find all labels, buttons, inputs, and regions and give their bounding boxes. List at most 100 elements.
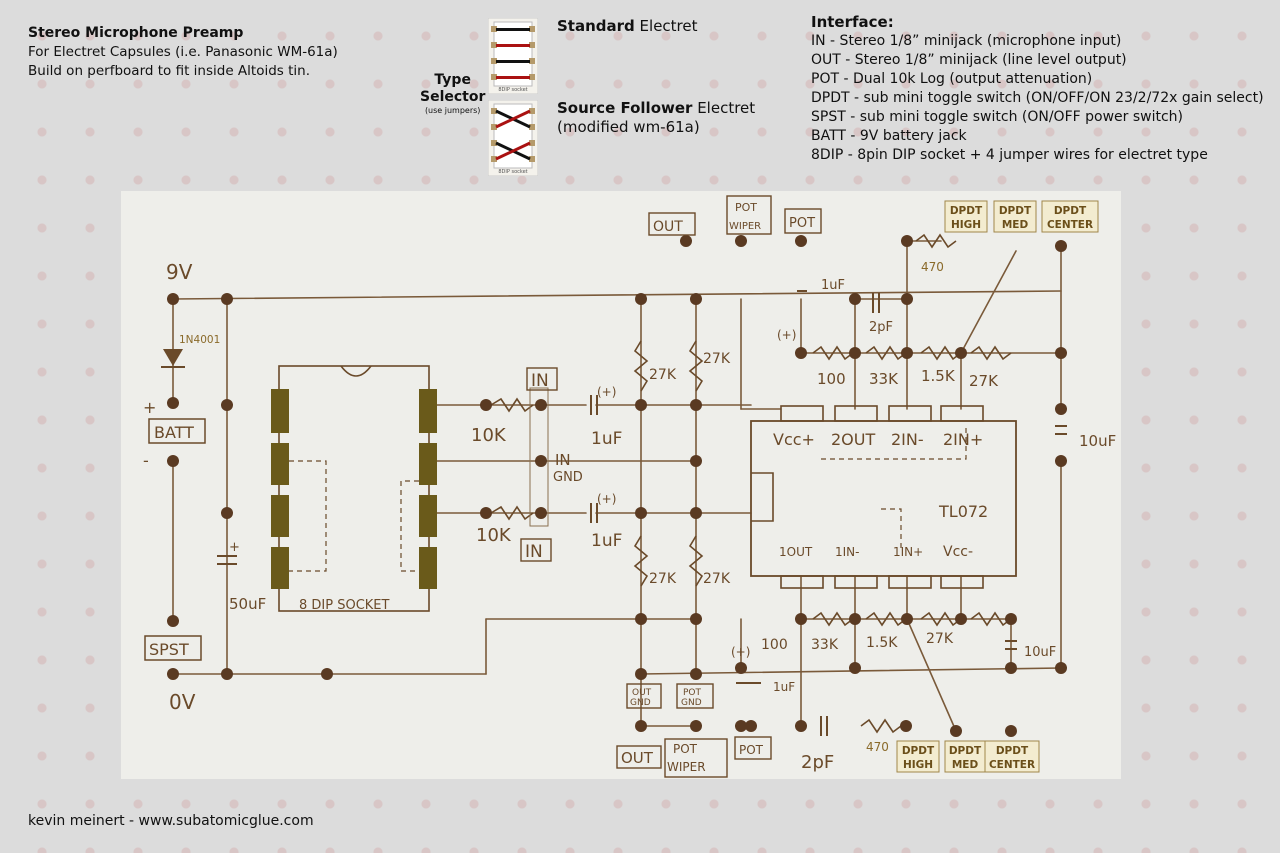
label-27k-d: 27K (703, 571, 731, 587)
tag-dpdt-center-bottom: DPDT CENTER (984, 740, 1040, 773)
svg-text:DPDT: DPDT (950, 205, 983, 217)
source-bold: Source Follower (557, 99, 693, 117)
label-1uf-top: 1uF (591, 429, 622, 449)
label-8dip-socket: 8 DIP SOCKET (299, 598, 390, 613)
batt-plus: + (143, 398, 156, 417)
chip-2in-minus: 2IN- (891, 430, 924, 449)
socket-caption-2: 8DIP socket (498, 169, 527, 175)
input-connector-box (529, 387, 549, 527)
svg-text:DPDT: DPDT (1054, 205, 1087, 217)
chip-1in-plus: 1IN+ (893, 545, 923, 559)
svg-text:DPDT: DPDT (999, 205, 1032, 217)
chip-vcc-minus: Vcc- (943, 544, 973, 560)
svg-text:MED: MED (952, 759, 979, 771)
title-block: Stereo Microphone Preamp For Electret Ca… (28, 24, 338, 81)
label-27k-top: 27K (969, 372, 999, 390)
tag-470-top: 470 (921, 260, 944, 274)
label-33k-top: 33K (869, 370, 899, 388)
svg-text:DPDT: DPDT (902, 745, 935, 757)
interface-title: Interface: (811, 13, 894, 31)
source-follower-socket-image: 8DIP socket (488, 100, 538, 176)
label-spst: SPST (149, 640, 189, 659)
label-out-bot: OUT (621, 749, 654, 767)
type-selector-label: Type Selector (use jumpers) (420, 72, 485, 116)
interface-line: SPST - sub mini toggle switch (ON/OFF po… (811, 109, 1184, 125)
tl072-chip (750, 420, 1017, 577)
interface-line: OUT - Stereo 1/8” minijack (line level o… (811, 52, 1127, 68)
bot-cap-plus: (+) (731, 645, 750, 659)
label-27k-c: 27K (649, 571, 677, 587)
chip-2in-plus: 2IN+ (943, 430, 983, 449)
label-9v: 9V (166, 260, 193, 284)
standard-rest: Electret (634, 17, 698, 35)
tag-dpdt-med-bottom: DPDT MED (944, 740, 986, 773)
chip-2out: 2OUT (831, 430, 875, 449)
label-10k-top: 10K (471, 425, 507, 446)
batt-minus: - (143, 451, 149, 470)
tag-dpdt-high-top: DPDT HIGH (944, 200, 988, 233)
use-jumpers-note: (use jumpers) (424, 106, 481, 115)
interface-line: IN - Stereo 1/8” minijack (microphone in… (811, 33, 1122, 49)
tag-dpdt-med-top: DPDT MED (993, 200, 1037, 233)
label-10uf-bot: 10uF (1024, 645, 1056, 660)
label-10k-bottom: 10K (476, 525, 512, 546)
selector-label: Selector (420, 89, 486, 105)
label-0v: 0V (169, 690, 196, 714)
label-50uf: 50uF (229, 595, 266, 613)
label-pot-gnd-1: POT (683, 688, 702, 698)
svg-text:DPDT: DPDT (996, 745, 1029, 757)
label-in-top: IN (531, 371, 549, 391)
chip-name: TL072 (938, 502, 988, 521)
label-out-gnd-2: GND (630, 698, 651, 708)
label-33k-bot: 33K (811, 637, 839, 653)
label-pot-wiper-bot-1: POT (673, 742, 698, 756)
chip-vcc-plus: Vcc+ (773, 430, 815, 449)
schematic-drawing: 9V 0V BATT + - SPST 50uF + 8 DIP SOCKET … (143, 195, 1116, 778)
tag-diode: 1N4001 (179, 334, 220, 346)
tag-dpdt-high-bottom: DPDT HIGH (896, 740, 940, 773)
interface-block: Interface: IN - Stereo 1/8” minijack (mi… (811, 13, 1264, 165)
page-title: Stereo Microphone Preamp (28, 25, 244, 41)
label-1uf-pot: 1uF (821, 278, 845, 293)
label-2pf-bot: 2pF (801, 752, 834, 773)
label-batt: BATT (154, 423, 194, 442)
interface-line: DPDT - sub mini toggle switch (ON/OFF/ON… (811, 90, 1264, 106)
label-out-top: OUT (653, 219, 683, 235)
tag-dpdt-center-top: DPDT CENTER (1041, 200, 1099, 233)
chip-1in-minus: 1IN- (835, 545, 859, 559)
source-rest: Electret (692, 99, 756, 117)
label-1-5k-bot: 1.5K (866, 635, 898, 651)
label-pot-wiper-top-2: WIPER (729, 221, 761, 232)
socket-caption: 8DIP socket (498, 87, 527, 93)
tag-470-bottom: 470 (866, 740, 889, 754)
interface-line: 8DIP - 8pin DIP socket + 4 jumper wires … (811, 147, 1208, 163)
svg-text:HIGH: HIGH (951, 219, 981, 231)
label-2pf-top: 2pF (869, 320, 893, 335)
label-pot-gnd-2: GND (681, 698, 702, 708)
label-10uf-right: 10uF (1079, 432, 1116, 450)
author-credit: kevin meinert - www.subatomicglue.com (28, 813, 314, 829)
label-in-gnd-1: IN (555, 451, 571, 469)
svg-text:MED: MED (1002, 219, 1029, 231)
svg-text:CENTER: CENTER (989, 759, 1035, 771)
label-27k-b: 27K (703, 351, 731, 367)
svg-text:HIGH: HIGH (903, 759, 933, 771)
cap-plus-top: (+) (597, 385, 616, 399)
label-100-top: 100 (817, 370, 846, 388)
interface-line: BATT - 9V battery jack (811, 128, 967, 144)
label-100-bot: 100 (761, 637, 788, 653)
svg-text:DPDT: DPDT (949, 745, 982, 757)
label-pot-top: POT (789, 216, 815, 231)
standard-electret-label: Standard Electret (557, 17, 698, 36)
label-in-bottom: IN (525, 542, 543, 562)
label-1uf-bot-pot: 1uF (773, 680, 795, 694)
cap-plus-bottom: (+) (597, 492, 616, 506)
label-pot-wiper-bot-2: WIPER (667, 760, 706, 774)
svg-text:CENTER: CENTER (1047, 219, 1093, 231)
label-1-5k-top: 1.5K (921, 367, 956, 385)
subtitle-line-1: For Electret Capsules (i.e. Panasonic WM… (28, 44, 338, 60)
dip-socket-outline (278, 365, 430, 612)
source-note: (modified wm-61a) (557, 118, 700, 136)
schematic-paper: 9V 0V BATT + - SPST 50uF + 8 DIP SOCKET … (121, 191, 1121, 779)
standard-bold: Standard (557, 17, 635, 35)
